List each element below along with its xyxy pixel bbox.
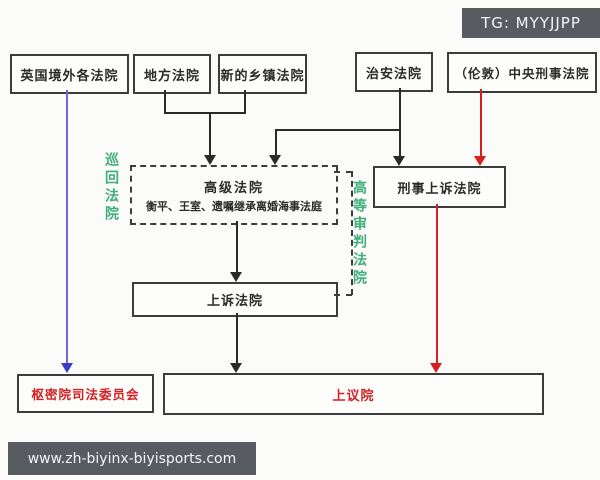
high-court-subtitle: 衡平、王室、遗嘱继承离婚海事法庭	[146, 199, 322, 213]
edge-appeal-to-lords-arrowhead	[230, 363, 242, 373]
node-court-of-appeal: 上诉法院	[132, 282, 338, 317]
bracket-bottom-dash	[334, 294, 352, 296]
edge-magistrates-branch-line	[276, 129, 401, 131]
bracket-vertical-dash	[351, 171, 353, 295]
node-privy-council: 枢密院司法委员会	[17, 374, 154, 413]
edge-overseas-to-privy-line	[66, 90, 68, 366]
edge-township-drop-line	[244, 90, 246, 114]
edge-merge-horizontal-line	[164, 112, 246, 114]
label-circuit-court: 巡回法院	[103, 152, 119, 224]
edge-highcourt-to-appeal-arrowhead	[230, 272, 242, 282]
edge-merge-to-highcourt-arrowhead	[204, 155, 216, 165]
edge-merge-to-highcourt-line	[209, 112, 211, 155]
edge-magistrates-drop-line	[399, 88, 401, 156]
node-local-court: 地方法院	[133, 54, 211, 94]
node-criminal-appeal-court: 刑事上诉法院	[373, 166, 506, 208]
node-house-of-lords: 上议院	[163, 373, 544, 415]
node-high-court: 高级法院 衡平、王室、遗嘱继承离婚海事法庭	[130, 165, 338, 225]
node-magistrates-court: 治安法院	[355, 52, 433, 92]
node-central-criminal-court: （伦敦）中央刑事法院	[447, 52, 597, 93]
edge-criminalappeal-to-lords-arrowhead	[430, 363, 442, 373]
watermark-website: www.zh-biyinx-biyisports.com	[8, 442, 256, 475]
watermark-telegram: TG: MYYJJPP	[462, 8, 600, 38]
edge-overseas-to-privy-arrowhead	[61, 363, 73, 373]
node-overseas-courts: 英国境外各法院	[10, 54, 129, 94]
edge-magistrates-to-criminalappeal-arrowhead	[393, 156, 405, 166]
node-township-court: 新的乡镇法院	[218, 54, 307, 94]
edge-local-drop-line	[164, 90, 166, 114]
edge-central-to-criminalappeal-line	[480, 89, 482, 156]
edge-central-to-criminalappeal-arrowhead	[474, 156, 486, 166]
edge-magistrates-to-highcourt-line	[275, 129, 277, 155]
edge-highcourt-to-appeal-line	[236, 221, 238, 272]
edge-criminalappeal-to-lords-line	[436, 204, 438, 363]
bracket-top-dash	[334, 171, 352, 173]
edge-magistrates-to-highcourt-arrowhead	[269, 155, 281, 165]
label-supreme-court-of-judicature: 高等审判法院	[351, 180, 367, 288]
edge-appeal-to-lords-line	[236, 313, 238, 363]
high-court-title: 高级法院	[203, 180, 264, 196]
